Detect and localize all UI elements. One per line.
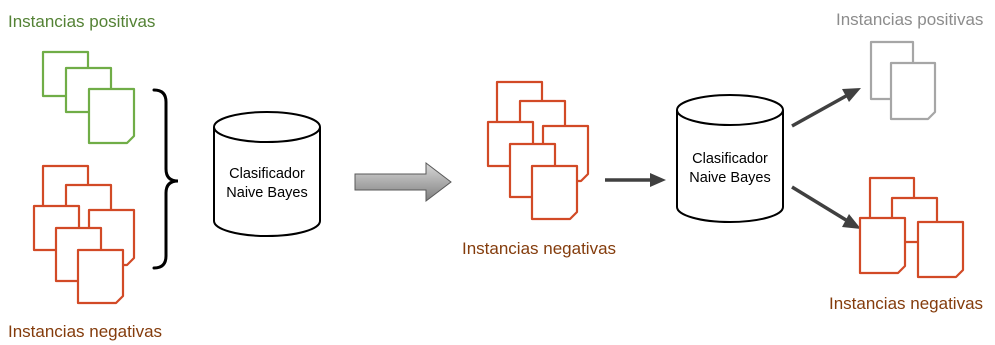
classifier-2-line2: Naive Bayes	[689, 170, 771, 186]
grouping-brace	[152, 88, 179, 270]
left-negative-documents	[32, 164, 136, 305]
document-icon	[889, 61, 937, 121]
right-negative-documents	[858, 176, 965, 279]
classifier-2-cylinder	[676, 94, 784, 223]
right-negative-label: Instancias negativas	[829, 294, 984, 313]
document-icon	[87, 87, 136, 145]
classifier-1-label: Clasificador Naive Bayes	[214, 165, 320, 203]
middle-negative-label: Instancias negativas	[462, 239, 617, 258]
classifier-2-line1: Clasificador	[692, 151, 768, 167]
right-positive-documents	[869, 40, 937, 121]
right-positive-label: Instancias positivas	[836, 10, 984, 29]
arrow-to-classifier-2	[605, 173, 666, 187]
left-negative-label: Instancias negativas	[8, 322, 163, 341]
document-icon	[530, 164, 579, 221]
classifier-1-line2: Naive Bayes	[226, 185, 308, 201]
classifier-1-cylinder	[213, 111, 321, 237]
classifier-2-label: Clasificador Naive Bayes	[677, 150, 783, 188]
arrow-to-positive	[791, 88, 861, 128]
middle-negative-documents	[486, 80, 590, 221]
left-positive-label: Instancias positivas	[8, 12, 156, 31]
document-icon	[858, 216, 907, 275]
arrow-to-negative	[791, 185, 861, 229]
document-icon	[916, 220, 965, 279]
document-icon	[76, 248, 125, 305]
block-arrow	[354, 161, 452, 203]
left-positive-documents	[41, 50, 136, 145]
classifier-1-line1: Clasificador	[229, 166, 305, 182]
